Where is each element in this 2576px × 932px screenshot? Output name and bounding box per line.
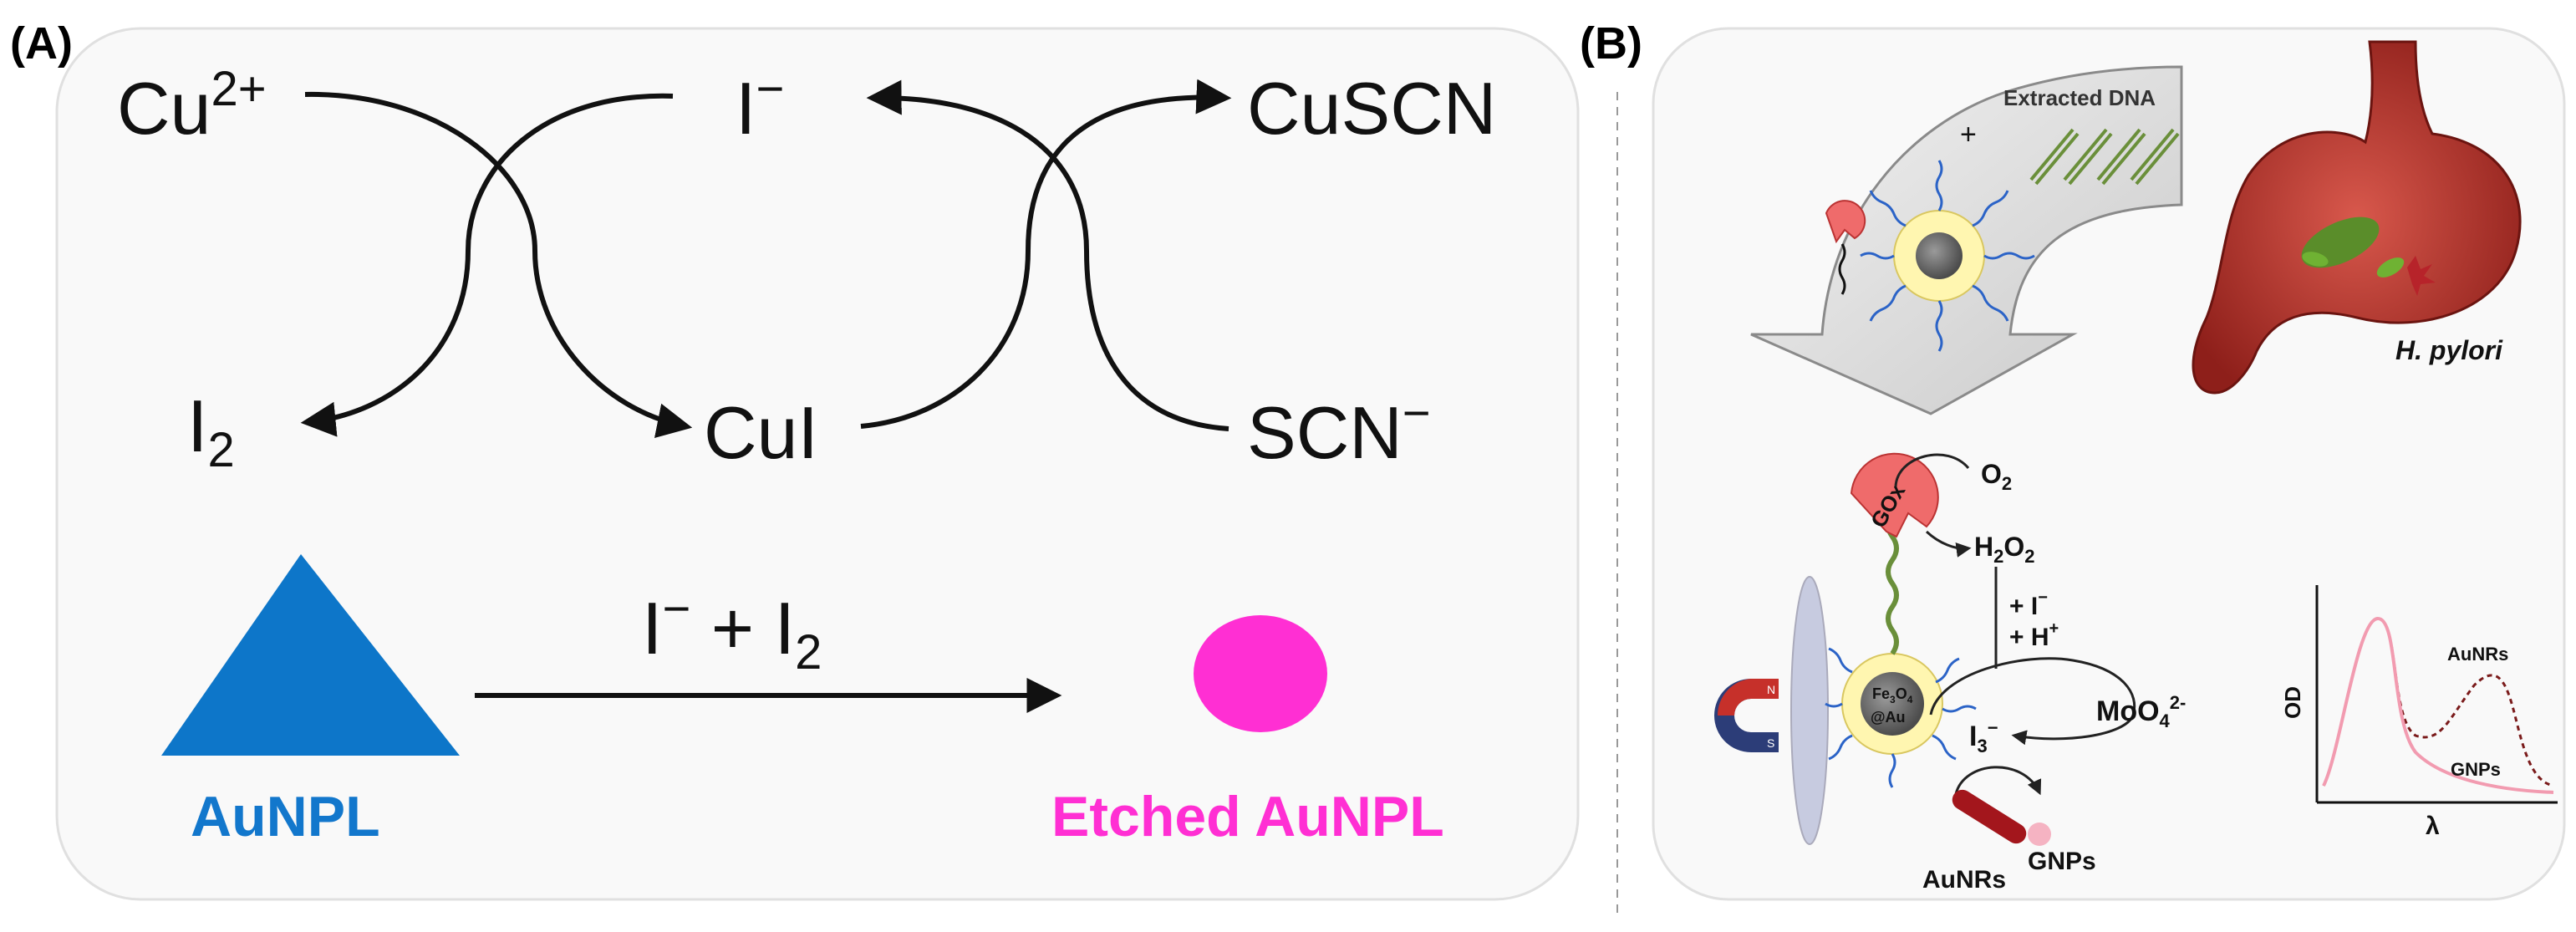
etching-arrow [1954, 766, 2042, 796]
cu2-label: Cu2+ [117, 62, 267, 150]
extracted-dna-label: Extracted DNA [2003, 85, 2156, 110]
arrow-cui-to-cuscn [860, 79, 1232, 429]
etched-aunpl-circle [1194, 615, 1327, 732]
i2-label: I2 [187, 385, 235, 477]
svg-text:N: N [1767, 683, 1775, 696]
gox-probe-small [1825, 200, 1866, 295]
svg-text:Fe3O4: Fe3O4 [1872, 685, 1913, 705]
svg-text:@Au: @Au [1871, 709, 1906, 726]
aunr-rod [1952, 789, 2027, 844]
panel-a-label: (A) [10, 18, 73, 69]
dna-linker [1886, 512, 1899, 655]
o2-label: O2 [1981, 459, 2012, 494]
series-gnps-curve [2322, 616, 2554, 794]
triiodide-label: I3− [1969, 717, 1998, 756]
gnp-dot [2028, 823, 2051, 846]
panel-b: (B) + Extracted DNA [1580, 18, 2566, 901]
etch-reagent-label: I− + I2 [642, 582, 822, 680]
gox-enzyme: GOx [1850, 452, 1939, 538]
iodide-top-label: I− [736, 62, 784, 150]
arrow-scn-to-iodide [866, 79, 1229, 431]
plus-sign: + [1960, 119, 1977, 150]
aunpl-label: AuNPL [191, 785, 380, 848]
inset-series-aunrs-label: AuNRs [2447, 644, 2508, 665]
inset-ylabel: OD [2280, 686, 2305, 719]
plus-iodide-label: + I− [2009, 588, 2048, 620]
magnet-icon: N S [1714, 679, 1779, 752]
cui-label: CuI [704, 391, 818, 474]
etched-aunpl-label: Etched AuNPL [1051, 785, 1444, 848]
o2-arc [1894, 453, 1970, 487]
dna-strands-icon [2029, 128, 2180, 186]
scn-label: SCN− [1247, 386, 1431, 474]
panel-b-label: (B) [1580, 18, 1642, 69]
arrow-cu2-to-cui [304, 91, 693, 438]
magnetic-bead: Fe3O4 @Au [1825, 647, 1977, 788]
organism-label: H. pylori [2395, 335, 2503, 365]
gnps-label: GNPs [2028, 848, 2096, 875]
catalytic-cycle-arrow [1929, 657, 2136, 746]
inset-series-gnps-label: GNPs [2451, 759, 2501, 780]
arrow-iodide-to-i2 [300, 93, 674, 437]
aunpl-triangle [161, 554, 460, 756]
panel-a: (A) Cu2+ I− CuSCN I2 CuI SCN− I− + I2 Au… [10, 18, 1580, 901]
inset-xlabel: λ [2426, 812, 2440, 840]
h2o2-arrow [1925, 530, 1972, 558]
separation-plate [1790, 576, 1829, 845]
plus-h-label: + H+ [2009, 619, 2059, 651]
stomach-icon [2192, 40, 2522, 395]
cuscn-label: CuSCN [1247, 67, 1496, 150]
h2o2-label: H2O2 [1974, 532, 2035, 567]
spectrum-inset: OD λ AuNRs GNPs [2280, 585, 2558, 840]
probe-nanoparticle [1860, 160, 2035, 352]
molybdate-label: MoO42- [2096, 692, 2186, 731]
svg-text:S: S [1767, 736, 1774, 750]
aunrs-label: AuNRs [1922, 866, 2006, 894]
